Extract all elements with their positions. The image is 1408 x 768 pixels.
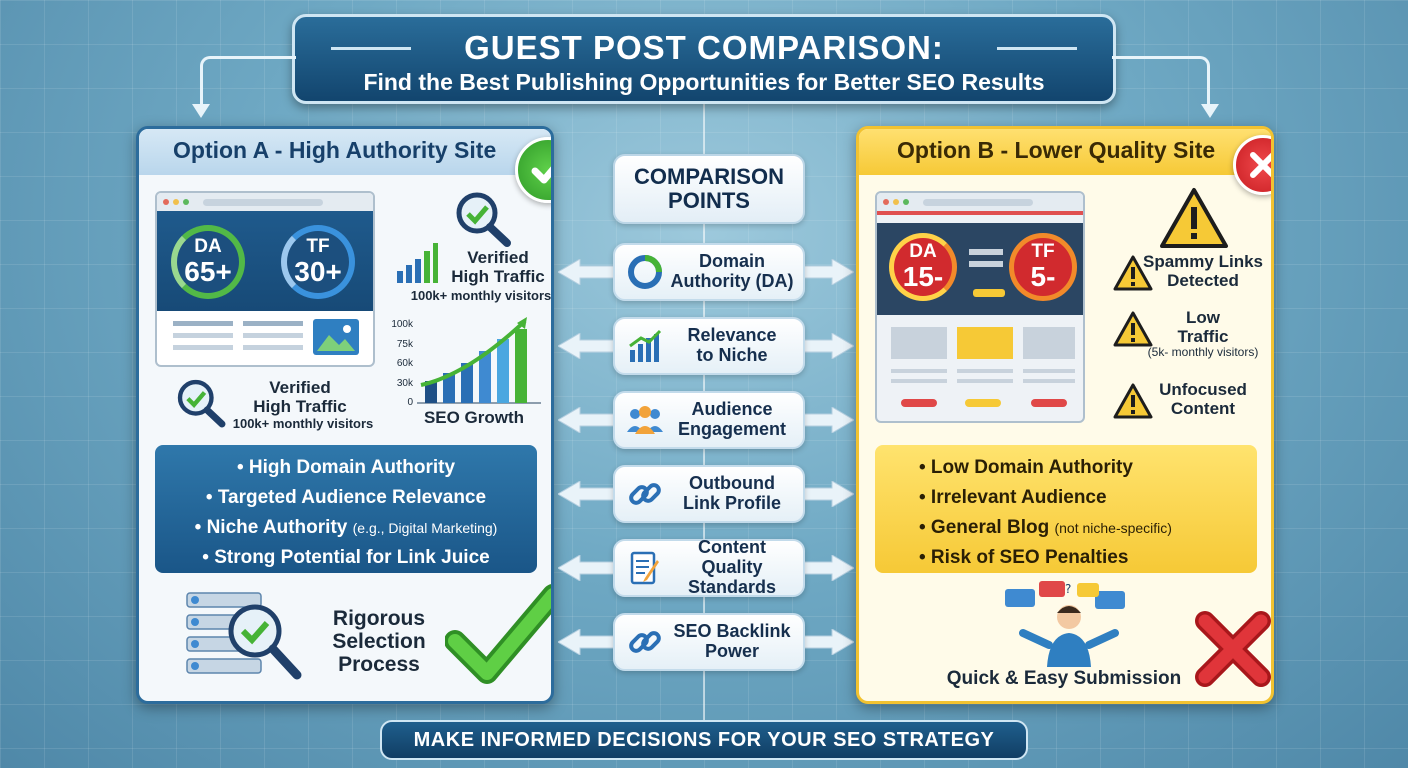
flow-arrow-left	[192, 104, 210, 118]
option-b-site-mockup: DA 15- TF 5-	[875, 191, 1085, 423]
title-dash-right	[997, 47, 1077, 50]
people-icon	[623, 400, 667, 440]
link-icon	[623, 622, 667, 662]
tf-gauge: TF 5-	[1009, 233, 1077, 301]
image-placeholder-icon	[313, 319, 359, 355]
option-b-panel: Option B - Lower Quality Site DA 15- TF …	[856, 126, 1274, 704]
drawback-item: • Irrelevant Audience	[919, 487, 1107, 508]
warning-icon-large	[1159, 187, 1229, 249]
title-dash-left	[331, 47, 411, 50]
selection-process-icon	[185, 587, 315, 687]
confused-person-icon: ?	[999, 579, 1139, 669]
option-b-heading: Option B - Lower Quality Site	[859, 129, 1271, 175]
quick-submission-label: Quick & Easy Submission	[946, 668, 1182, 689]
big-check-icon	[444, 581, 551, 691]
benefit-item: • High Domain Authority	[236, 457, 456, 478]
flow-arrow-right	[1201, 104, 1219, 118]
footer-banner: MAKE INFORMED DECISIONS FOR YOUR SEO STR…	[380, 720, 1028, 760]
selection-process-label: Rigorous Selection Process	[332, 607, 426, 677]
traffic-visitors-bottom: 100k+ monthly visitors	[232, 416, 374, 431]
link-icon	[623, 474, 667, 514]
da-gauge: DA 65+	[171, 225, 245, 299]
big-x-icon	[1193, 609, 1271, 689]
option-b-drawbacks: • Low Domain Authority • Irrelevant Audi…	[875, 445, 1257, 573]
flow-line-left	[200, 56, 296, 106]
drawback-item: • Risk of SEO Penalties	[919, 547, 1129, 568]
magnifier-check-icon	[451, 187, 515, 251]
benefit-item: • Niche Authority (e.g., Digital Marketi…	[194, 517, 498, 538]
warning-icon	[1113, 383, 1153, 419]
warning-icon	[1113, 255, 1153, 291]
document-icon	[623, 548, 667, 588]
da-gauge: DA 15-	[889, 233, 957, 301]
seo-growth-label: SEO Growth	[423, 408, 525, 427]
drawback-item: • General Blog (not niche-specific)	[919, 517, 1172, 538]
warning-icon	[1113, 311, 1153, 347]
option-a-benefits: • High Domain Authority • Targeted Audie…	[155, 445, 537, 573]
option-a-heading: Option A - High Authority Site	[139, 129, 551, 175]
benefit-item: • Strong Potential for Link Juice	[202, 547, 490, 568]
seo-growth-chart: 100k 75k 60k 30k 0	[387, 315, 547, 425]
gauge-icon	[623, 252, 667, 292]
bar-chart-icon	[623, 326, 667, 366]
svg-text:?: ?	[1065, 582, 1071, 596]
browser-toolbar	[877, 193, 1083, 211]
option-a-site-mockup: DA 65+ TF 30+	[155, 191, 375, 367]
flow-line-right	[1112, 56, 1210, 106]
benefit-item: • Targeted Audience Relevance	[205, 487, 487, 508]
traffic-bars-icon	[395, 241, 439, 285]
drawback-item: • Low Domain Authority	[919, 457, 1133, 478]
option-a-panel: Option A - High Authority Site DA 65+ TF…	[136, 126, 554, 704]
title-banner: GUEST POST COMPARISON: Find the Best Pub…	[292, 14, 1116, 104]
browser-toolbar	[157, 193, 373, 211]
traffic-caption-top: Verified High Traffic	[451, 248, 545, 286]
tf-gauge: TF 30+	[281, 225, 355, 299]
chart-y-ticks: 100k 75k 60k 30k 0	[391, 319, 413, 408]
page-title: GUEST POST COMPARISON:	[464, 29, 944, 66]
magnifier-check-icon-small	[173, 375, 229, 431]
page-subtitle: Find the Best Publishing Opportunities f…	[363, 69, 1045, 95]
traffic-caption-bottom: Verified High Traffic	[253, 378, 347, 416]
traffic-visitors-top: 100k+ monthly visitors	[410, 288, 552, 303]
comparison-header: COMPARISON POINTS	[613, 154, 805, 224]
